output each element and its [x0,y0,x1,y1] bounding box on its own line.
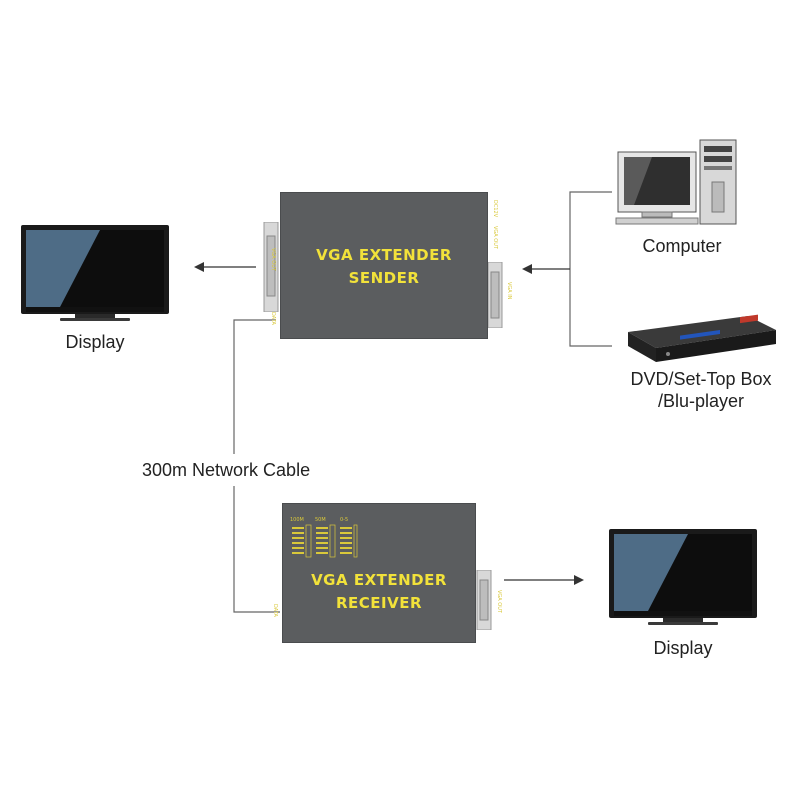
sender-port-data: DATA [270,312,276,325]
display-left-label: Display [65,332,125,352]
sender-title-line2: SENDER [348,269,420,287]
network-cable-line-lower [233,486,280,613]
vga-extender-sender: VGA EXTENDER SENDER [280,192,488,339]
receiver-title-line1: VGA EXTENDER [311,571,447,589]
receiver-vga-connector [475,569,493,631]
sender-title-line1: VGA EXTENDER [316,246,452,264]
dvd-label-line2: /Blu-player [657,391,745,411]
sender-port-power: DC12V [492,200,498,218]
tv-icon [609,529,757,625]
dvd-player-icon [628,314,776,362]
vga-extender-receiver: 100M 50M 0-5 VGA EXTENDER RECEIVER [282,503,476,643]
receiver-led-label-100m: 100M [290,517,304,523]
sender-port-vga-in: VGA IN [506,282,512,300]
sender-vga-connector-right [486,261,504,329]
display-right [608,528,758,628]
receiver-led-bars [288,517,358,563]
tv-icon [21,225,169,321]
network-cable-line [233,319,276,454]
sender-vga-connector [262,221,280,313]
sources-bracket-line [569,191,612,347]
network-cable-label: 300m Network Cable [142,460,311,480]
sender-port-vga-out: VGA OUT [492,226,498,249]
computer-icon [615,139,737,225]
dvd-player [620,314,780,366]
display-left [20,224,170,324]
receiver-port-data: DATA [272,604,278,617]
receiver-port-vga-out: VGA OUT [496,590,502,613]
computer [612,136,740,228]
display-right-label: Display [653,638,713,658]
receiver-title-line2: RECEIVER [335,594,423,612]
computer-label: Computer [642,236,722,256]
receiver-led-label-50m: 50M [315,517,326,523]
sender-port-vga-left: VGA OUT [270,248,276,271]
dvd-label-line1: DVD/Set-Top Box [630,369,772,389]
receiver-led-label-0-5: 0-5 [340,517,349,523]
